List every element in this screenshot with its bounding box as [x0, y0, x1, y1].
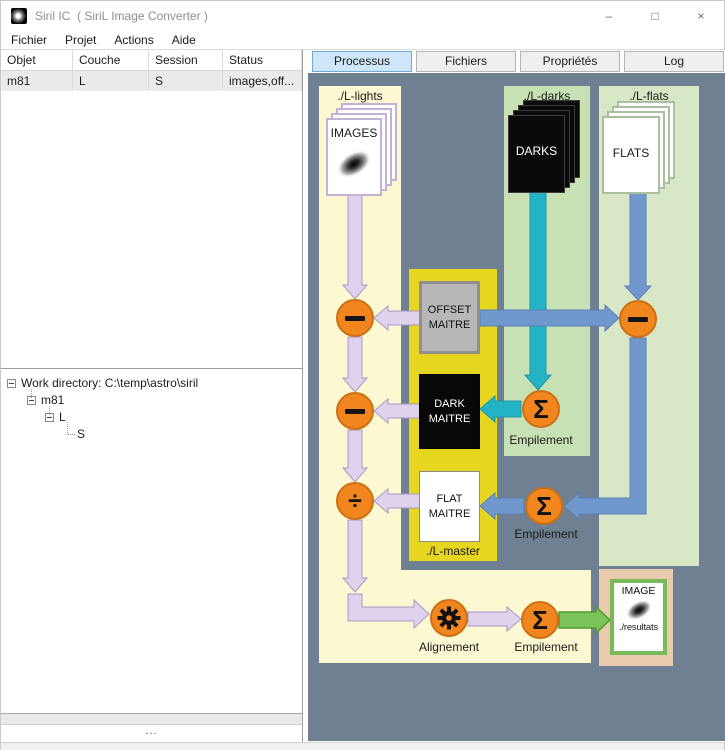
column-objet[interactable]: Objet	[1, 50, 73, 70]
darks-stack-label: DARKS	[515, 144, 558, 158]
stack-lights-node: Σ	[521, 601, 559, 639]
panel-divider	[1, 713, 302, 725]
divide-flat-node: ÷	[336, 482, 374, 520]
subtract-offset-node	[336, 299, 374, 337]
darks-stack: DARKS	[508, 100, 582, 195]
directory-tree: Work directory: C:\temp\astro\siril m81 …	[1, 370, 302, 750]
result-folder-label: ./resultats	[619, 622, 658, 633]
stacking-label-flats: Empilement	[514, 527, 578, 541]
images-stack: IMAGES	[326, 103, 399, 198]
tree-m81-label[interactable]: m81	[41, 393, 65, 407]
stacking-label-darks: Empilement	[509, 433, 573, 447]
stacking-label-lights: Empilement	[514, 640, 578, 654]
master-region-label: ./L-master	[425, 544, 480, 558]
tab-log[interactable]: Log	[624, 51, 724, 72]
flats-stack: FLATS	[602, 101, 677, 196]
tab-processus[interactable]: Processus	[312, 51, 412, 72]
galaxy-image	[621, 594, 656, 626]
subtract-dark-node	[336, 392, 374, 430]
table-header: Objet Couche Session Status	[1, 50, 302, 71]
app-icon	[11, 8, 27, 24]
cell-session: S	[149, 71, 223, 91]
offset-master-box: OFFSET MAITRE	[419, 281, 480, 354]
window-title: Siril IC ( SiriL Image Converter )	[35, 9, 208, 23]
menu-projet[interactable]: Projet	[65, 33, 97, 47]
menu-bar: Fichier Projet Actions Aide	[1, 31, 724, 50]
tab-proprietes[interactable]: Propriétés	[520, 51, 620, 72]
result-image-card: IMAGE ./resultats	[610, 579, 667, 655]
sigma-icon: Σ	[532, 605, 548, 635]
minus-icon	[628, 316, 648, 322]
column-status[interactable]: Status	[223, 50, 302, 70]
right-panel: Processus Fichiers Propriétés Log ./L-li…	[303, 50, 725, 742]
sigma-icon: Σ	[536, 491, 552, 521]
process-diagram: ./L-lights ./L-darks ./L-flats ./L-maste…	[308, 73, 725, 741]
stack-flats-node: Σ	[525, 487, 563, 525]
collapse-icon[interactable]	[7, 379, 16, 388]
cell-status: images,off...	[223, 71, 302, 91]
flats-region-label: ./L-flats	[629, 89, 669, 103]
tree-connector	[31, 389, 32, 398]
left-panel: Objet Couche Session Status m81 L S imag…	[1, 50, 303, 750]
title-bar: Siril IC ( SiriL Image Converter ) – □ ×	[1, 1, 724, 31]
tree-row-s[interactable]: S	[1, 422, 302, 443]
subtract-flats-node	[619, 300, 657, 338]
cell-objet: m81	[1, 71, 73, 91]
flats-stack-label: FLATS	[612, 146, 650, 160]
status-bar	[1, 742, 724, 750]
minimize-button[interactable]: –	[605, 9, 613, 23]
menu-actions[interactable]: Actions	[114, 33, 154, 47]
tree-row-m81[interactable]: m81	[1, 392, 302, 409]
tree-l-label[interactable]: L	[59, 410, 66, 424]
galaxy-image	[330, 143, 378, 185]
alignment-node	[430, 599, 468, 637]
dark-master-box: DARK MAITRE	[419, 374, 480, 449]
tree-row-root[interactable]: Work directory: C:\temp\astro\siril	[1, 375, 302, 392]
close-button[interactable]: ×	[697, 9, 705, 23]
flat-master-box: FLAT MAITRE	[419, 471, 480, 542]
tree-row-l[interactable]: L	[1, 409, 302, 426]
tree-s-label[interactable]: S	[77, 427, 86, 441]
divide-icon: ÷	[348, 486, 362, 515]
sigma-icon: Σ	[533, 394, 549, 424]
minus-icon	[345, 408, 365, 414]
minus-icon	[345, 315, 365, 321]
result-title: IMAGE	[621, 585, 656, 597]
tree-root-label[interactable]: Work directory: C:\temp\astro\siril	[21, 376, 199, 390]
cell-couche: L	[73, 71, 149, 91]
tree-connector	[49, 406, 50, 415]
maximize-button[interactable]: □	[651, 9, 659, 23]
session-table: Objet Couche Session Status m81 L S imag…	[1, 50, 302, 369]
images-stack-label: IMAGES	[330, 126, 378, 140]
column-couche[interactable]: Couche	[73, 50, 149, 70]
column-session[interactable]: Session	[149, 50, 223, 70]
lights-region-label: ./L-lights	[337, 89, 383, 103]
menu-aide[interactable]: Aide	[171, 33, 196, 47]
more-handle[interactable]: ...	[1, 725, 302, 742]
stack-darks-node: Σ	[522, 390, 560, 428]
darks-region-label: ./L-darks	[523, 89, 571, 103]
tab-fichiers[interactable]: Fichiers	[416, 51, 516, 72]
menu-fichier[interactable]: Fichier	[11, 33, 48, 47]
gear-icon	[437, 606, 461, 630]
table-row[interactable]: m81 L S images,off...	[1, 71, 302, 91]
tab-bar: Processus Fichiers Propriétés Log	[312, 51, 724, 73]
tree-connector	[67, 422, 75, 435]
alignment-label: Alignement	[418, 640, 480, 654]
